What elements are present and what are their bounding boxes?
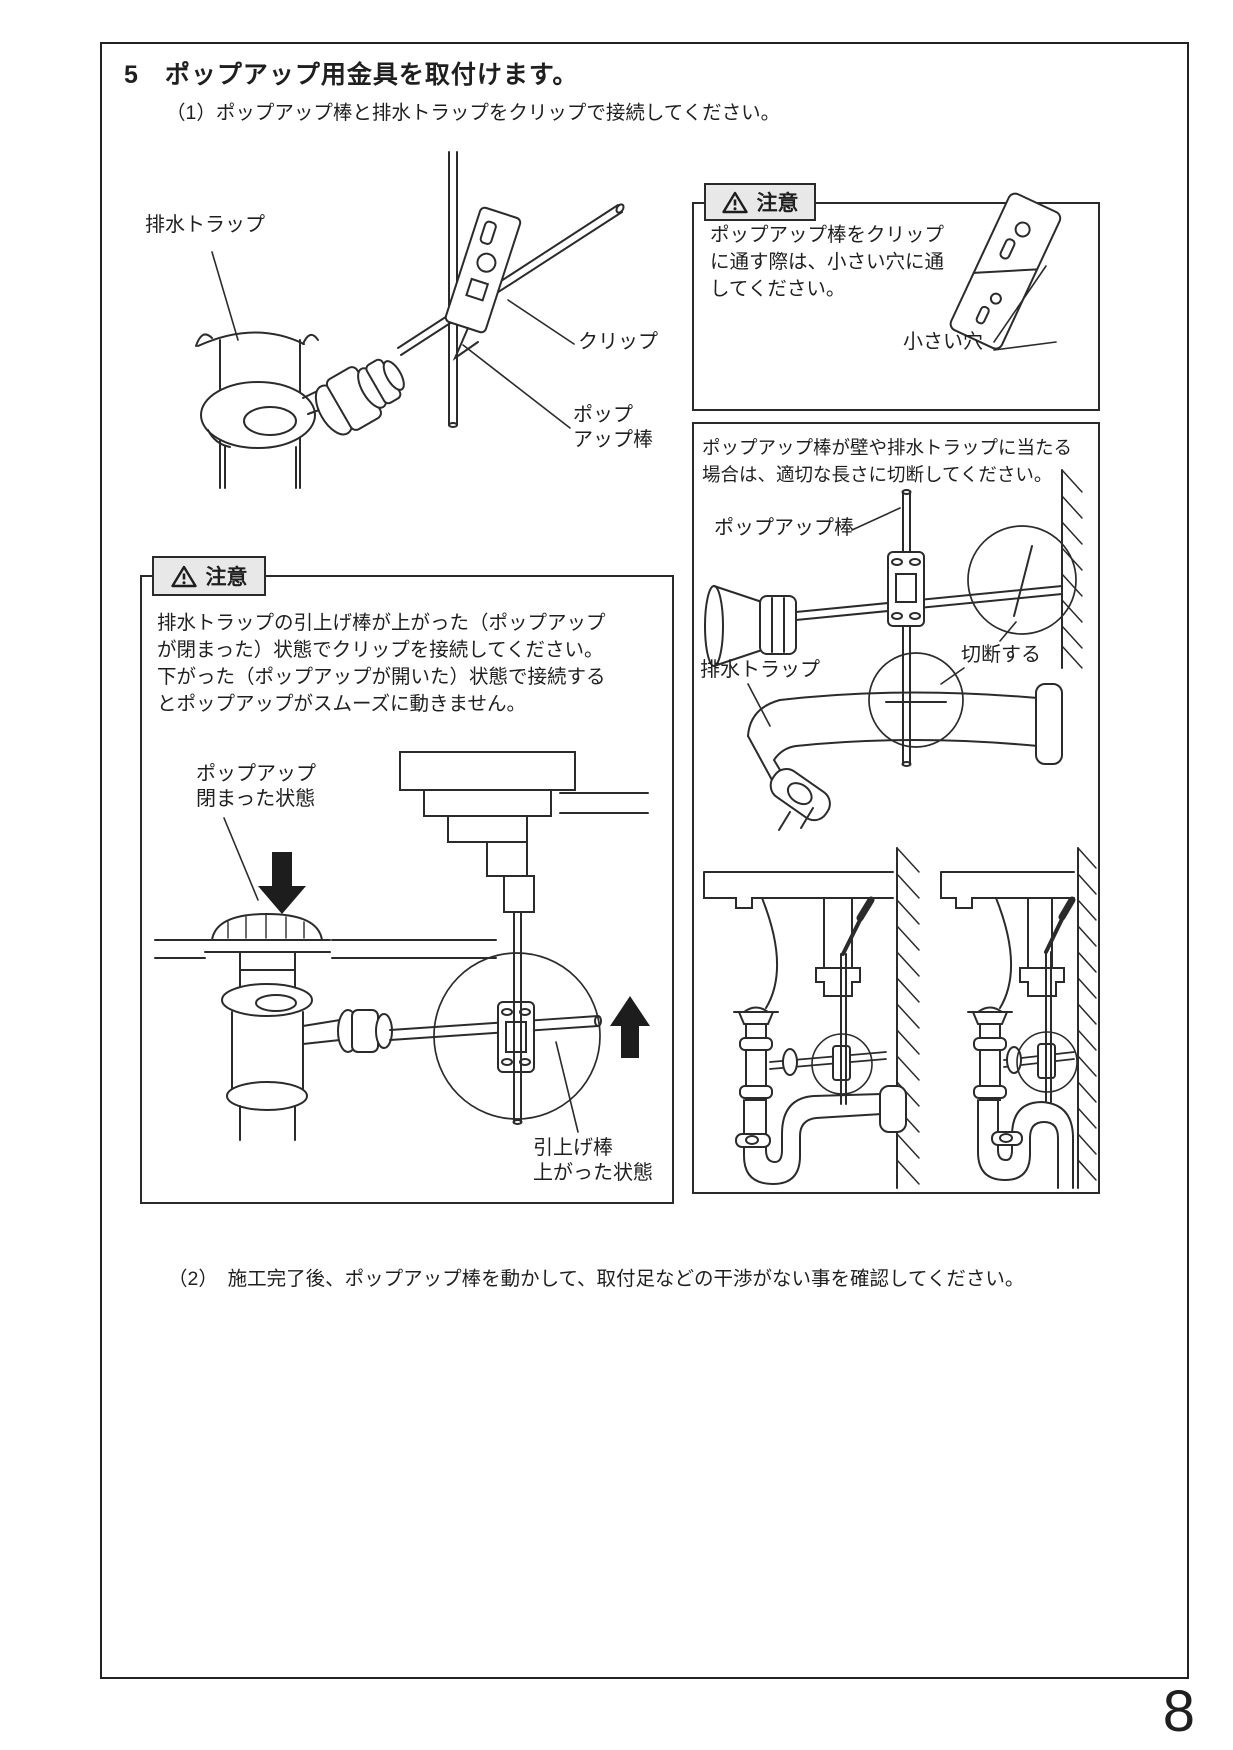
label-trap-topleft: 排水トラップ <box>145 214 265 236</box>
caution-badge-top-label: 注意 <box>756 192 799 215</box>
label-popup-rod-topleft: ポップ アップ棒 <box>573 404 653 451</box>
step-1-text: （1）ポップアップ棒と排水トラップをクリップで接続してください。 <box>166 102 781 124</box>
page-title: 5 ポップアップ用金具を取付けます。 <box>124 61 579 89</box>
label-small-hole: 小さい穴 <box>903 331 983 353</box>
label-cut-here: 切断する <box>961 644 1041 666</box>
caution-badge-top: 注意 <box>704 183 816 221</box>
caution-badge-left-label: 注意 <box>205 566 248 589</box>
step-2-text: （2） 施工完了後、ポップアップ棒を動かして、取付足などの干渉がない事を確認して… <box>168 1268 1025 1290</box>
label-popup-rod-cutbox: ポップアップ棒 <box>714 517 854 539</box>
label-popup-closed: ポップアップ 閉まった状態 <box>196 763 316 810</box>
cut-box-text: ポップアップ棒が壁や排水トラップに当たる 場合は、適切な長さに切断してください。 <box>702 437 1073 485</box>
caution-small-hole-text: ポップアップ棒をクリップ に通す際は、小さい穴に通 してください。 <box>710 224 945 300</box>
label-trap-cutbox: 排水トラップ <box>700 659 820 681</box>
page-border <box>100 42 1189 1679</box>
label-rod-lifted: 引上げ棒 上がった状態 <box>533 1137 653 1184</box>
caution-closed-text: 排水トラップの引上げ棒が上がった（ポップアップ が閉まった）状態でクリップを接続… <box>157 612 606 715</box>
label-clip-topleft: クリップ <box>578 331 658 353</box>
page-number: 8 <box>1162 1679 1195 1744</box>
warning-triangle-icon <box>170 565 197 587</box>
warning-triangle-icon <box>721 191 748 213</box>
caution-badge-left: 注意 <box>152 556 266 596</box>
